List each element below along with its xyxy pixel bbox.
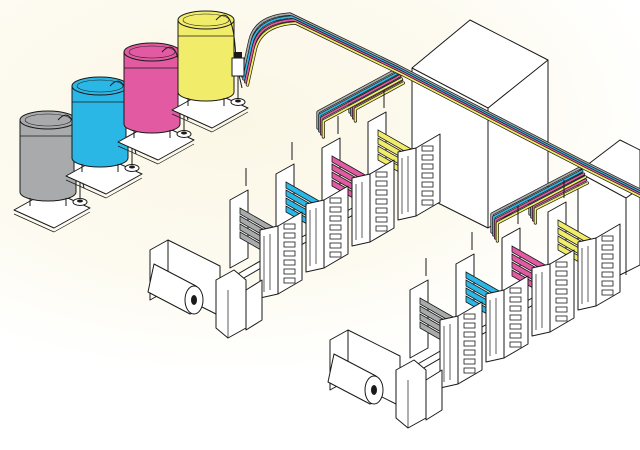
tank-body — [20, 120, 76, 201]
press-line-back — [148, 90, 440, 338]
tank-body — [72, 86, 128, 167]
pump-icon — [232, 58, 244, 76]
press-lines — [148, 90, 620, 428]
tank-body — [124, 52, 180, 133]
ink-tank-group — [14, 11, 248, 232]
tank-yellow — [172, 11, 248, 132]
tank-body — [178, 20, 234, 101]
